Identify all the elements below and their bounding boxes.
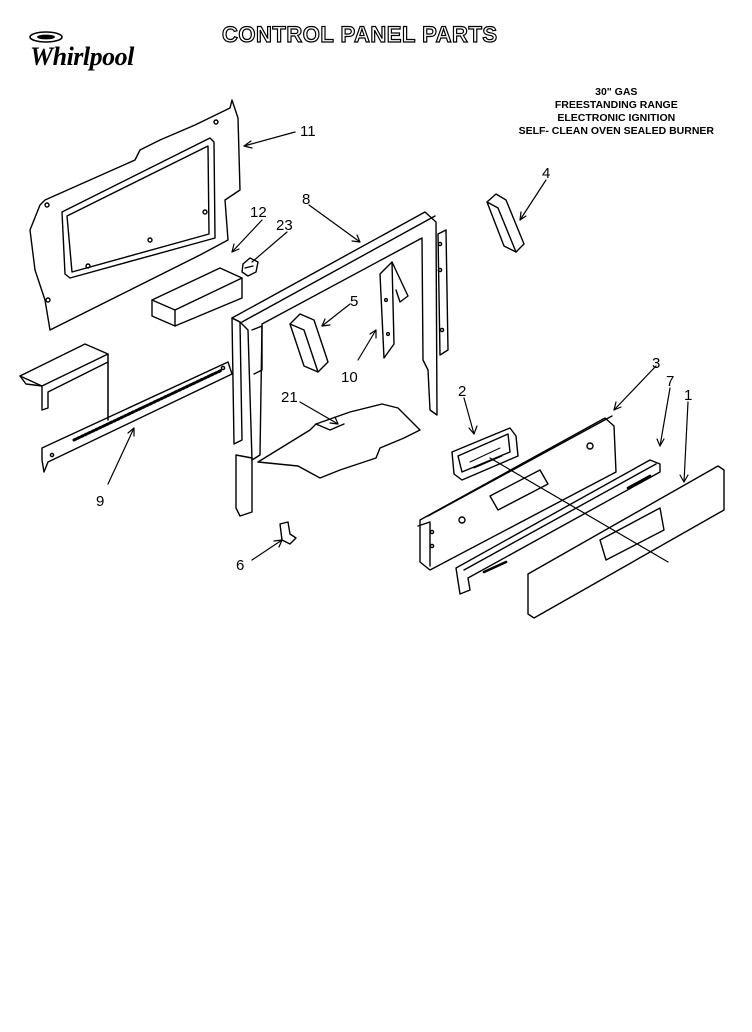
part-7-trim (455, 459, 661, 595)
part-2-electronic-control (451, 427, 519, 481)
part-11-rear-panel (29, 99, 241, 331)
model-info: 30" GAS FREESTANDING RANGE ELECTRONIC IG… (519, 86, 714, 138)
callout-3: 3 (652, 355, 660, 372)
callout-8: 8 (302, 191, 310, 208)
model-info-line: FREESTANDING RANGE (554, 99, 678, 111)
part-9-vent-bracket (19, 343, 233, 473)
callout-6: 6 (236, 557, 244, 574)
callout-23: 23 (276, 217, 293, 234)
part-6-clip (279, 521, 297, 545)
part-4-end-cap (486, 193, 525, 253)
model-info-line: SELF- CLEAN OVEN SEALED BURNER (518, 125, 714, 137)
callout-10: 10 (341, 369, 358, 386)
model-info-line: 30" GAS (595, 86, 638, 98)
part-5-end-cap (289, 313, 329, 373)
whirlpool-emblem-icon (29, 31, 63, 43)
leader-lines (107, 131, 689, 563)
callouts: 11 12 23 8 4 5 10 21 9 2 3 7 1 6 (96, 123, 692, 574)
callout-4: 4 (542, 165, 550, 182)
callout-21: 21 (281, 389, 298, 406)
page-title: CONTROL PANEL PARTS (221, 21, 498, 47)
part-12-insulation (151, 267, 243, 327)
part-10-side-bracket (379, 261, 409, 359)
part-1-front-panel (527, 465, 725, 619)
callout-7: 7 (666, 373, 674, 390)
part-3-control-panel (417, 415, 617, 571)
callout-9: 9 (96, 493, 104, 510)
callout-5: 5 (350, 293, 358, 310)
part-23-clip (241, 257, 259, 277)
callout-2: 2 (458, 383, 466, 400)
part-21-insulation-sheet (257, 403, 421, 479)
callout-11: 11 (300, 123, 316, 140)
callout-1: 1 (684, 387, 692, 404)
brand-name: Whirlpool (30, 42, 134, 71)
model-info-line: ELECTRONIC IGNITION (557, 112, 676, 124)
callout-12: 12 (250, 204, 267, 221)
part-8-control-frame (231, 211, 449, 517)
whirlpool-logo: Whirlpool (24, 30, 154, 76)
